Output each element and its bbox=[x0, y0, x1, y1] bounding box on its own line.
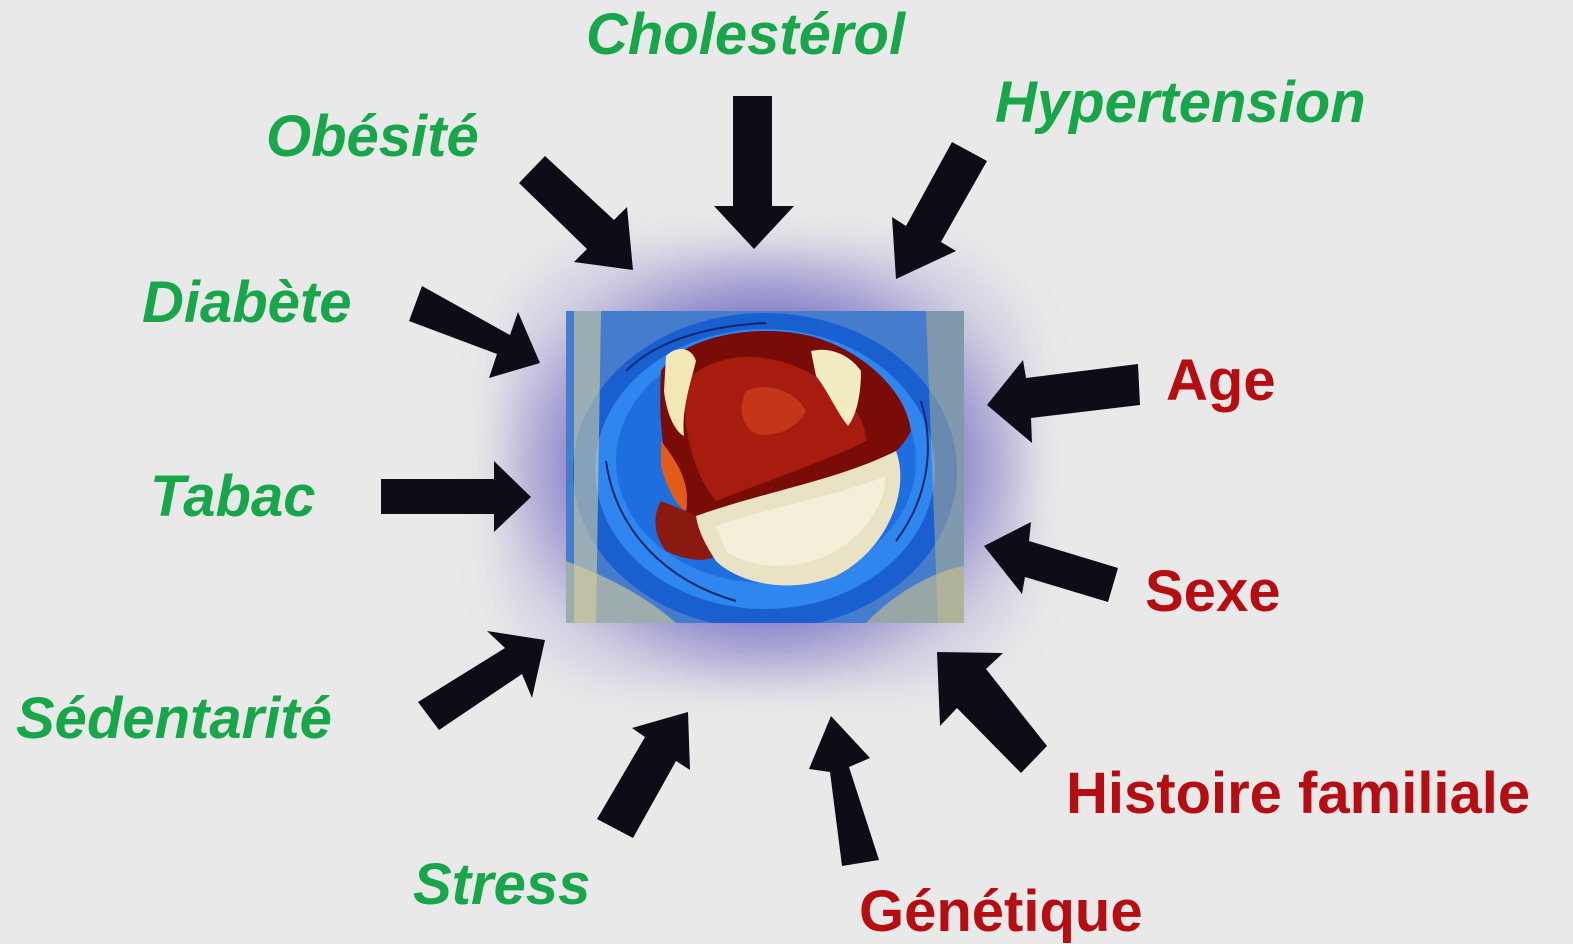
label-tobacco: Tabac bbox=[150, 468, 315, 526]
label-family-history: Histoire familiale bbox=[1066, 765, 1530, 823]
arrow-stress bbox=[597, 712, 690, 838]
arrow-hypertension bbox=[892, 142, 987, 279]
label-stress: Stress bbox=[413, 856, 590, 914]
label-cholesterol: Cholestérol bbox=[586, 6, 905, 64]
label-sedentary: Sédentarité bbox=[16, 690, 332, 748]
label-hypertension: Hypertension bbox=[995, 74, 1366, 132]
label-sex: Sexe bbox=[1145, 563, 1280, 621]
arrow-obesity bbox=[519, 156, 633, 270]
arrow-diabetes bbox=[409, 286, 540, 378]
label-diabetes: Diabète bbox=[142, 274, 352, 332]
label-obesity: Obésité bbox=[266, 108, 479, 166]
arrow-sedentary bbox=[418, 631, 545, 730]
arrow-age bbox=[987, 360, 1140, 443]
arrow-sex bbox=[984, 522, 1118, 602]
arrow-genetics bbox=[809, 716, 879, 866]
arrow-tobacco bbox=[381, 461, 531, 532]
label-age: Age bbox=[1166, 352, 1276, 410]
arrow-family-history bbox=[937, 652, 1047, 773]
label-genetics: Génétique bbox=[859, 883, 1143, 941]
arrow-cholesterol bbox=[714, 96, 794, 249]
